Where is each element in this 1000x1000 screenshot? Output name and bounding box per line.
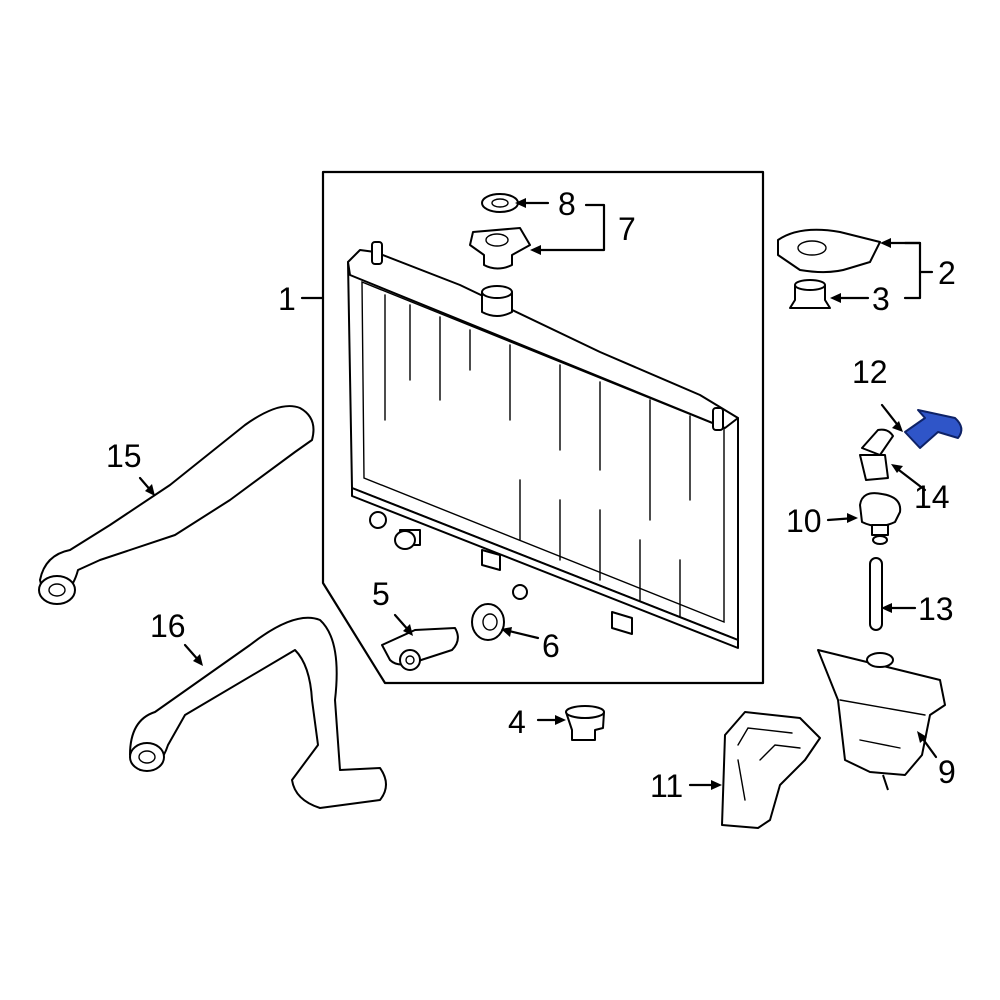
callout-16: 16 [150,608,186,644]
cap-seal[interactable] [481,193,519,213]
upper-hose[interactable] [38,405,315,605]
bracket[interactable] [777,228,881,274]
radiator-cap[interactable] [469,227,531,270]
callout-1: 1 [278,281,296,317]
grommet[interactable] [789,279,831,309]
callout-14: 14 [914,479,950,515]
radiator[interactable] [347,241,739,649]
callout-5: 5 [372,576,390,612]
bushing[interactable] [471,603,505,641]
splash-shield[interactable] [721,711,821,829]
callout-8: 8 [558,186,576,222]
callout-10: 10 [786,503,822,539]
callout-3: 3 [872,281,890,317]
callout-11: 11 [650,768,683,804]
overflow-hose[interactable] [904,409,963,449]
drain-plug[interactable] [381,627,459,671]
callout-12: 12 [852,354,888,390]
reservoir-cap[interactable] [859,492,902,545]
callout-2: 2 [938,255,956,291]
callout-6: 6 [542,628,560,664]
callout-13: 13 [918,591,954,627]
callout-9: 9 [938,754,956,790]
callout-4: 4 [508,704,526,740]
arrow-heads [145,198,927,790]
tank-fitting[interactable] [859,428,894,481]
radiator-frame [321,170,765,685]
callout-labels: 1 2 3 4 5 6 7 8 9 10 11 12 13 14 15 16 [106,186,956,804]
lower-grommet[interactable] [565,705,605,741]
overflow-pipe[interactable] [869,557,883,631]
reservoir-tank[interactable] [817,649,946,791]
lower-hose[interactable] [129,616,387,809]
callout-7: 7 [618,211,636,247]
callout-15: 15 [106,438,142,474]
